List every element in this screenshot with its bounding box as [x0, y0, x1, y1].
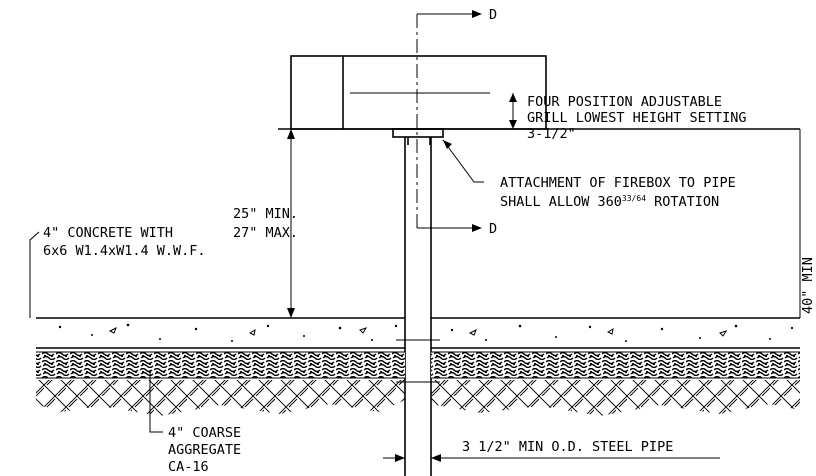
height-dim-line1: 25" MIN.: [233, 206, 298, 222]
attachment-note-line1: ATTACHMENT OF FIREBOX TO PIPE: [500, 175, 736, 191]
coarse-aggregate: [36, 351, 800, 379]
aggregate-note-line1: 4" COARSE: [168, 425, 241, 441]
grill-note-line1: FOUR POSITION ADJUSTABLE: [527, 94, 722, 110]
concrete-note-line1: 4" CONCRETE WITH: [43, 225, 173, 241]
firebox: [278, 55, 800, 145]
pipe-note: 3 1/2" MIN O.D. STEEL PIPE: [462, 439, 673, 455]
aggregate-note-line3: CA-16: [168, 459, 209, 475]
grill-note-line3: 3-1/2": [527, 126, 576, 142]
aggregate-note-line2: AGGREGATE: [168, 442, 241, 458]
section-mark-top: D: [489, 7, 497, 23]
attachment-note-line2: SHALL ALLOW 36033/64 ROTATION: [500, 194, 719, 210]
steel-pipe: [396, 137, 440, 476]
height-dimension: [287, 129, 295, 318]
grill-note-line2: GRILL LOWEST HEIGHT SETTING: [527, 110, 746, 126]
compacted-earth: [36, 380, 800, 416]
aggregate-leader: [149, 370, 163, 433]
section-mark-bottom: D: [489, 221, 497, 237]
concrete-note-line2: 6x6 W1.4xW1.4 W.W.F.: [43, 243, 206, 259]
concrete-slab: [36, 317, 800, 349]
concrete-leader: [29, 231, 40, 318]
pipe-diameter-dimension: [383, 454, 720, 462]
height-dim-line2: 27" MAX.: [233, 225, 298, 241]
attachment-leader: [442, 139, 484, 183]
section-cut-line: [416, 10, 482, 232]
embed-dim-label: 40" MIN: [800, 257, 816, 314]
grill-height-dimension: [509, 93, 517, 129]
